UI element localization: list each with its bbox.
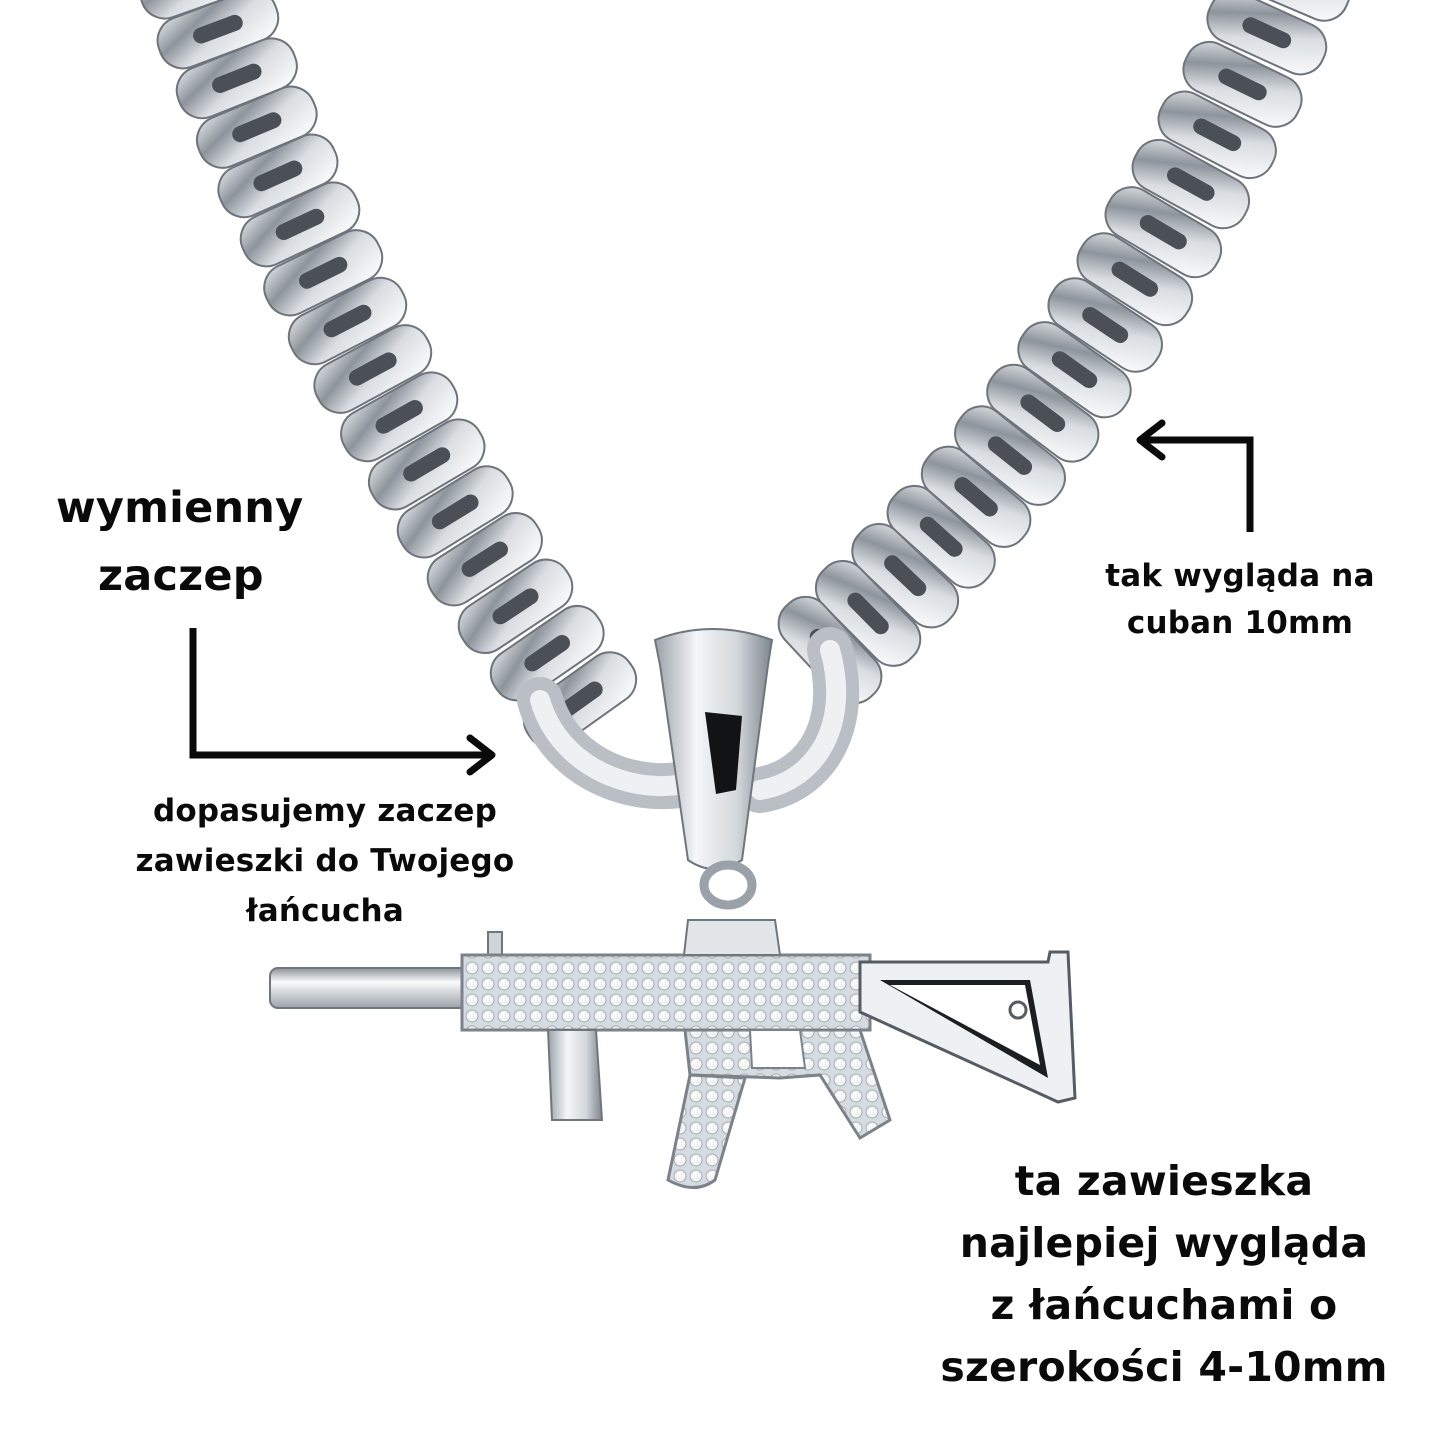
label-cuban-preview: tak wygląda na cuban 10mm xyxy=(1080,553,1400,647)
chain-link xyxy=(239,181,361,268)
chain-link xyxy=(1182,41,1303,128)
rifle-pendant xyxy=(269,919,1077,1189)
chain-link xyxy=(457,558,574,654)
chain-left-strand xyxy=(138,0,638,749)
chain-link xyxy=(340,371,459,463)
chain-link xyxy=(1017,321,1132,419)
label-bail-fitting: dopasujemy zaczep zawieszki do Twojego ł… xyxy=(96,786,554,936)
chain-link xyxy=(1104,186,1223,279)
chain-link xyxy=(287,276,408,366)
chain-link xyxy=(175,37,298,120)
label-bail-fitting-line-3: łańcucha xyxy=(246,893,404,929)
chain-link xyxy=(954,405,1066,506)
label-swappable-bail-line-1: wymienny xyxy=(56,483,304,533)
arrow-left-icon xyxy=(1136,419,1254,532)
chain-link xyxy=(920,445,1032,548)
arrow-right-icon xyxy=(189,628,496,776)
label-best-chain-width-line-3: z łańcuchami o xyxy=(990,1281,1338,1329)
chain-link xyxy=(367,418,486,511)
chain-link xyxy=(489,604,605,702)
label-swappable-bail: wymienny zaczep xyxy=(56,474,303,610)
chain-link xyxy=(986,363,1100,463)
chain-link xyxy=(217,133,339,219)
label-swappable-bail-line-2: zaczep xyxy=(98,551,264,601)
label-best-chain-width-line-1: ta zawieszka xyxy=(1014,1157,1314,1205)
chain-link xyxy=(1229,0,1351,22)
label-bail-fitting-line-1: dopasujemy zaczep xyxy=(152,793,498,829)
label-cuban-preview-line-1: tak wygląda na xyxy=(1105,558,1375,594)
label-best-chain-width-line-4: szerokości 4-10mm xyxy=(940,1343,1388,1391)
chain-link xyxy=(1206,0,1328,76)
chain-link xyxy=(1047,277,1163,373)
chain-link xyxy=(396,465,514,559)
chain-link xyxy=(313,324,433,414)
chain-link xyxy=(1131,138,1251,230)
chain-link xyxy=(1157,90,1277,180)
chain-link xyxy=(195,85,318,169)
chain-link xyxy=(886,484,996,589)
label-cuban-preview-line-2: cuban 10mm xyxy=(1126,605,1354,641)
chain-link xyxy=(263,229,384,317)
pendant-bail xyxy=(653,628,774,910)
chain-link xyxy=(1076,232,1194,327)
label-best-chain-width: ta zawieszka najlepiej wygląda z łańcuch… xyxy=(918,1150,1410,1398)
label-best-chain-width-line-2: najlepiej wygląda xyxy=(959,1219,1369,1267)
chain-link xyxy=(426,512,543,607)
label-bail-fitting-line-2: zawieszki do Twojego xyxy=(135,843,515,879)
